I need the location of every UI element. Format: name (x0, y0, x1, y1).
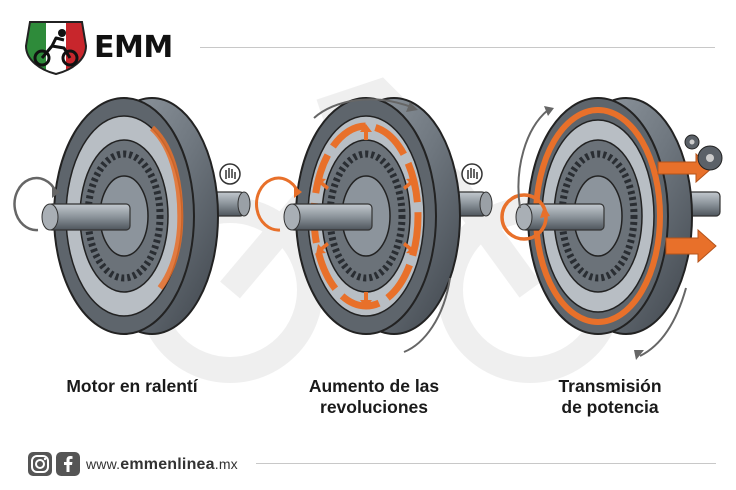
facebook-icon[interactable] (56, 452, 80, 476)
caption-accelerating-line1: Aumento de las (308, 376, 440, 396)
caption-accelerating-line2: revoluciones (320, 397, 428, 417)
clutch-illustration-accelerating (255, 97, 493, 353)
stage-engaged (490, 88, 730, 368)
footer: www.emmenlinea.mx (0, 440, 736, 490)
footer-divider (256, 463, 716, 464)
website-suffix: .mx (214, 456, 238, 472)
gears-icon (684, 134, 723, 171)
instagram-icon[interactable] (28, 452, 52, 476)
header: EMM (0, 0, 736, 80)
clutch-illustration-engaged (500, 97, 723, 360)
website-link[interactable]: www.emmenlinea.mx (86, 456, 238, 474)
website-name: emmenlinea (120, 456, 215, 473)
open-hand-icon (219, 163, 241, 185)
header-divider (200, 47, 715, 48)
caption-idle-line1: Motor en ralentí (66, 376, 198, 396)
stage-accelerating (254, 88, 494, 368)
caption-engaged-line2: de potencia (561, 397, 659, 417)
open-hand-icon (461, 163, 483, 185)
caption-idle: Motor en ralentí (12, 376, 252, 397)
brand-name: EMM (94, 30, 173, 65)
caption-engaged: Transmisión de potencia (490, 376, 730, 418)
website-prefix: www. (86, 456, 121, 472)
stage-idle (12, 88, 252, 368)
caption-accelerating: Aumento de las revoluciones (254, 376, 494, 418)
brand-logo[interactable] (22, 18, 90, 76)
clutch-illustration-idle (13, 97, 251, 335)
caption-engaged-line1: Transmisión (558, 376, 662, 396)
